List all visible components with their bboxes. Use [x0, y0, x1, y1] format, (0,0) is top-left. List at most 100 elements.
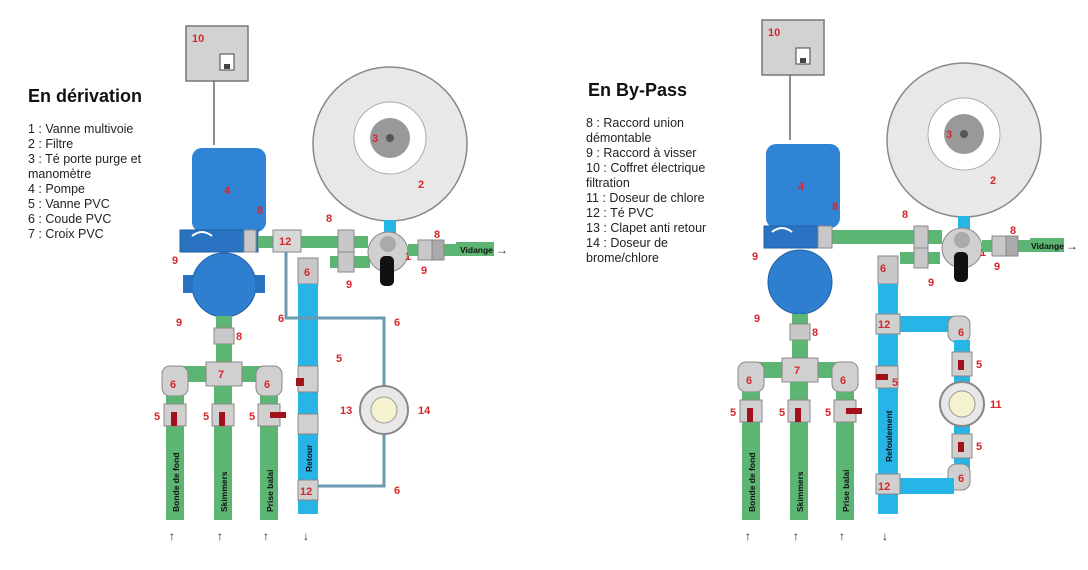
svg-text:↑: ↑ — [217, 529, 223, 543]
label-9a: 9 — [346, 279, 352, 291]
r-label-11: 11 — [990, 399, 1002, 411]
svg-text:↓: ↓ — [303, 529, 309, 543]
label-6a: 6 — [304, 267, 310, 279]
r-label-6b: 6 — [958, 327, 964, 339]
control-box-switch — [219, 53, 235, 71]
label-8d: 8 — [236, 331, 242, 343]
r-label-8a: 8 — [832, 201, 838, 213]
left-legend-item: 7 : Croix PVC — [28, 227, 104, 241]
skimmers-label: Skimmers — [219, 471, 229, 512]
r-bonde-label: Bonde de fond — [747, 453, 757, 513]
right-legend-item: 11 : Doseur de chlore — [586, 191, 705, 205]
right-legend-item: démontable — [586, 131, 652, 145]
left-title: En dérivation — [28, 86, 143, 106]
label-9b: 9 — [421, 265, 427, 277]
r-label-10: 10 — [768, 27, 780, 39]
left-legend: 1 : Vanne multivoie 2 : Filtre 3 : Té po… — [28, 122, 141, 242]
svg-text:↑: ↑ — [263, 529, 269, 543]
r-label-5d: 5 — [730, 407, 736, 419]
label-13: 13 — [340, 405, 352, 417]
label-6b: 6 — [278, 313, 284, 325]
refoulement-label: Refoulement — [884, 410, 894, 462]
svg-text:↑: ↑ — [169, 529, 175, 543]
r-label-8b: 8 — [902, 209, 908, 221]
label-4: 4 — [224, 185, 231, 197]
r-label-5e: 5 — [779, 407, 785, 419]
label-8a: 8 — [257, 205, 263, 217]
svg-text:↑: ↑ — [793, 529, 799, 543]
vidange-label: Vidange — [460, 245, 493, 255]
label-6e: 6 — [170, 379, 176, 391]
svg-text:↑: ↑ — [839, 529, 845, 543]
r-label-3: 3 — [946, 129, 952, 141]
r-label-9a: 9 — [928, 277, 934, 289]
r-vidange-label: Vidange — [1031, 241, 1064, 251]
label-6f: 6 — [264, 379, 270, 391]
left-legend-item: 4 : Pompe — [28, 182, 85, 196]
label-8b: 8 — [326, 213, 332, 225]
right-legend-item: 10 : Coffret électrique — [586, 161, 706, 175]
label-5a: 5 — [336, 353, 342, 365]
r-label-2: 2 — [990, 175, 996, 187]
r-prise-label: Prise balai — [841, 469, 851, 512]
label-8c: 8 — [434, 229, 440, 241]
label-2: 2 — [418, 179, 424, 191]
right-legend-item: 12 : Té PVC — [586, 206, 654, 220]
r-label-6a: 6 — [880, 263, 886, 275]
label-1: 1 — [405, 251, 411, 263]
left-legend-item: 6 : Coude PVC — [28, 212, 112, 226]
label-7: 7 — [218, 369, 224, 381]
svg-text:↓: ↓ — [882, 529, 888, 543]
r-pump-body — [766, 144, 840, 228]
label-12b: 12 — [300, 486, 312, 498]
control-box-right — [761, 19, 825, 76]
control-box — [185, 25, 249, 82]
right-legend-item: 8 : Raccord union — [586, 116, 684, 130]
r-label-9d: 9 — [754, 313, 760, 325]
r-label-9b: 9 — [994, 261, 1000, 273]
left-legend-item: 1 : Vanne multivoie — [28, 122, 134, 136]
label-14: 14 — [418, 405, 431, 417]
label-5d: 5 — [249, 411, 255, 423]
retour-label: Retour — [304, 444, 314, 472]
label-3: 3 — [372, 133, 378, 145]
svg-text:→: → — [1066, 239, 1078, 253]
r-pump-motor — [767, 249, 833, 315]
right-title: En By-Pass — [588, 80, 688, 100]
left-legend-item: 5 : Vanne PVC — [28, 197, 110, 211]
r-label-7: 7 — [794, 365, 800, 377]
svg-text:→: → — [496, 243, 508, 257]
r-skimmers-label: Skimmers — [795, 471, 805, 512]
r-label-8d: 8 — [812, 327, 818, 339]
right-legend-item: filtration — [586, 176, 630, 190]
r-label-4: 4 — [798, 181, 805, 193]
r-label-12b: 12 — [878, 481, 890, 493]
right-legend-item: 9 : Raccord à visser — [586, 146, 697, 160]
r-label-12a: 12 — [878, 319, 890, 331]
r-label-5b: 5 — [976, 441, 982, 453]
svg-text:↑: ↑ — [745, 529, 751, 543]
left-legend-item: 3 : Té porte purge et — [28, 152, 142, 166]
right-legend: 8 : Raccord union démontable 9 : Raccord… — [586, 116, 706, 266]
label-12a: 12 — [279, 236, 291, 248]
pump-body — [192, 148, 266, 232]
left-legend-item: 2 : Filtre — [28, 137, 74, 151]
r-label-6e: 6 — [840, 375, 846, 387]
r-label-6d: 6 — [746, 375, 752, 387]
r-label-5f: 5 — [825, 407, 831, 419]
r-label-9c: 9 — [752, 251, 758, 263]
right-legend-item: 14 : Doseur de — [586, 236, 668, 250]
bonde-label: Bonde de fond — [171, 453, 181, 513]
label-5b: 5 — [154, 411, 160, 423]
label-5c: 5 — [203, 411, 209, 423]
right-legend-item: 13 : Clapet anti retour — [586, 221, 707, 235]
r-label-8c: 8 — [1010, 225, 1016, 237]
r-label-5c: 5 — [892, 377, 898, 389]
prise-label: Prise balai — [265, 469, 275, 512]
r-label-1: 1 — [980, 247, 986, 259]
r-label-5a: 5 — [976, 359, 982, 371]
left-legend-item: manomètre — [28, 167, 92, 181]
label-6d: 6 — [394, 485, 400, 497]
